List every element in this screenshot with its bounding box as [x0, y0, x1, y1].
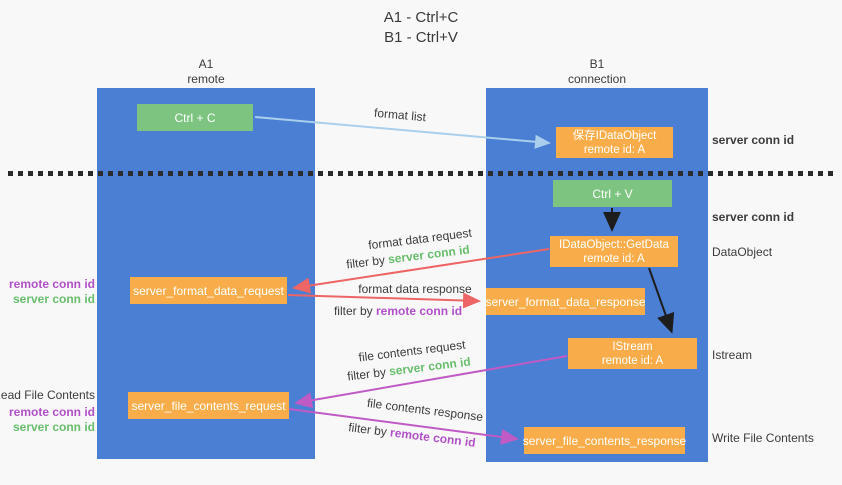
- lifeline-a1-name: A1: [198, 57, 214, 71]
- node-istream: IStream remote id: A: [568, 338, 697, 369]
- filter-by-text: filter by: [347, 420, 388, 439]
- node-idataobject-getdata: IDataObject::GetData remote id: A: [550, 236, 678, 267]
- node-getdata-title: IDataObject::GetData: [559, 238, 669, 251]
- diagram-title: A1 - Ctrl+C B1 - Ctrl+V: [0, 8, 842, 48]
- node-ctrl-v: Ctrl + V: [553, 180, 672, 207]
- lifeline-a1-role: remote: [187, 72, 225, 86]
- remote-conn-id-key: remote conn id: [389, 425, 477, 450]
- node-server-file-contents-request: server_file_contents_request: [128, 392, 289, 419]
- note-conn-ids-format: remote conn id server conn id: [0, 277, 95, 307]
- filter-by-text: filter by: [346, 364, 387, 384]
- note-read-file-contents: Read File Contents: [0, 388, 95, 402]
- remote-conn-id-key: remote conn id: [376, 304, 463, 318]
- label-file-contents-response: file contents response: [366, 395, 484, 425]
- note-server-conn-id-mid: server conn id: [712, 210, 795, 224]
- node-getdata-subtitle: remote id: A: [583, 252, 645, 265]
- note-write-file-contents: Write File Contents: [712, 431, 814, 445]
- phase-divider-dotted-line: [8, 171, 836, 176]
- note-dataobject: DataObject: [712, 245, 773, 259]
- title-line-1: A1 - Ctrl+C: [383, 9, 459, 26]
- server-conn-id-note: server conn id: [12, 420, 95, 434]
- label-format-list: format list: [373, 105, 427, 125]
- note-server-conn-id-top: server conn id: [712, 133, 795, 147]
- lifeline-b1-role: connection: [567, 72, 627, 86]
- filter-by-text: filter by: [333, 304, 373, 318]
- node-istream-title: IStream: [612, 340, 653, 353]
- note-conn-ids-file: remote conn id server conn id: [0, 405, 95, 435]
- filter-by-text: filter by: [345, 252, 386, 272]
- lifeline-header-a1: A1 remote: [146, 57, 266, 87]
- node-server-format-data-request: server_format_data_request: [130, 277, 287, 304]
- label-filter-by-remote-2: filter by remote conn id: [348, 420, 477, 450]
- label-format-data-response: format data response: [358, 282, 472, 296]
- node-save-idataobject-title: 保存IDataObject: [572, 129, 657, 142]
- node-save-idataobject-subtitle: remote id: A: [583, 143, 646, 156]
- node-save-idataobject: 保存IDataObject remote id: A: [556, 127, 673, 158]
- label-filter-by-remote-1: filter by remote conn id: [334, 304, 462, 318]
- remote-conn-id-note: remote conn id: [8, 277, 95, 291]
- node-istream-subtitle: remote id: A: [601, 354, 664, 367]
- node-server-file-contents-response: server_file_contents_response: [523, 427, 686, 454]
- remote-conn-id-note: remote conn id: [8, 405, 95, 419]
- title-line-2: B1 - Ctrl+V: [384, 29, 458, 46]
- node-ctrl-c: Ctrl + C: [137, 104, 253, 131]
- lifeline-b1-name: B1: [589, 57, 605, 71]
- node-server-format-data-response: server_format_data_response: [485, 288, 646, 315]
- server-conn-id-note: server conn id: [12, 292, 95, 306]
- lifeline-header-b1: B1 connection: [537, 57, 657, 87]
- note-istream: Istream: [712, 348, 753, 362]
